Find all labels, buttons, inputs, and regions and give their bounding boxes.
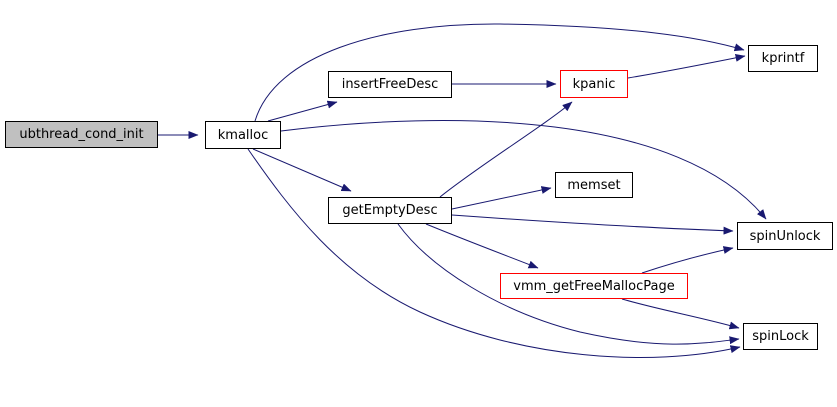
node-label: spinLock: [752, 329, 809, 344]
edge-kpanic-kprintf: [627, 53, 746, 79]
node-label: getEmptyDesc: [342, 203, 438, 218]
node-label: ubthread_cond_init: [19, 127, 144, 142]
node-kmalloc[interactable]: kmalloc: [205, 121, 281, 149]
node-label: kmalloc: [217, 127, 269, 143]
edge-kmalloc-getEmptyDesc: [252, 148, 352, 192]
node-label: insertFreeDesc: [341, 77, 439, 92]
node-spinUnlock[interactable]: spinUnlock: [737, 222, 833, 250]
edge-kmalloc-kprintf: [254, 23, 745, 122]
node-getEmptyDesc[interactable]: getEmptyDesc: [328, 197, 452, 224]
node-memset[interactable]: memset: [555, 172, 633, 198]
edge-vmm_getFreeMallocPage-spinUnlock: [641, 246, 734, 274]
edge-kmalloc-spinLock: [247, 148, 741, 358]
node-vmm_getFreeMallocPage[interactable]: vmm_getFreeMallocPage: [500, 273, 688, 299]
edge-getEmptyDesc-spinUnlock: [451, 214, 734, 235]
node-kprintf[interactable]: kprintf: [748, 45, 818, 72]
edge-getEmptyDesc-kpanic: [439, 101, 573, 198]
edge-kmalloc-spinUnlock: [280, 120, 767, 220]
edge-kmalloc-insertFreeDesc: [267, 100, 338, 122]
node-kpanic[interactable]: kpanic: [560, 70, 628, 98]
node-label: spinUnlock: [749, 228, 821, 244]
edge-getEmptyDesc-memset: [451, 186, 552, 210]
node-ubthread_cond_init: ubthread_cond_init: [5, 121, 158, 148]
node-label: kprintf: [761, 51, 805, 66]
edge-vmm_getFreeMallocPage-spinLock: [621, 298, 740, 330]
node-label: memset: [567, 177, 621, 193]
node-label: vmm_getFreeMallocPage: [513, 278, 675, 294]
node-label: kpanic: [572, 76, 616, 92]
edge-getEmptyDesc-spinLock: [397, 223, 740, 345]
edge-getEmptyDesc-vmm_getFreeMallocPage: [425, 223, 539, 269]
node-spinLock[interactable]: spinLock: [743, 323, 818, 350]
node-insertFreeDesc[interactable]: insertFreeDesc: [328, 71, 452, 98]
